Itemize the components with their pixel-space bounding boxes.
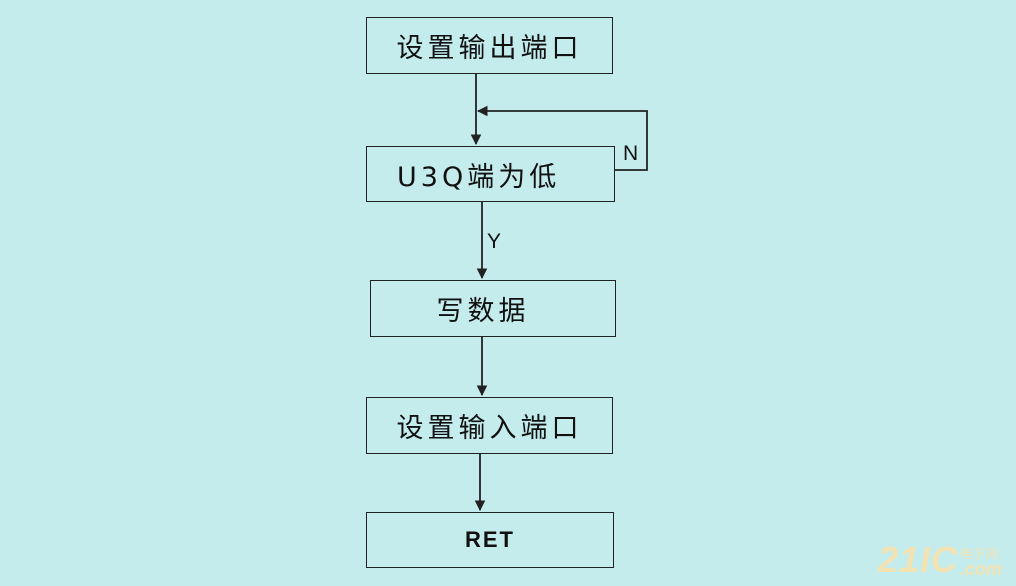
watermark-brand: 21IC	[877, 539, 958, 580]
step-set-input-port: 设置输入端口	[366, 397, 613, 454]
step-label: 写数据	[436, 296, 530, 327]
step-write-data: 写数据	[370, 280, 616, 337]
branch-label-no: N	[623, 142, 639, 165]
step-return: RET	[366, 512, 614, 568]
step-label: RET	[465, 527, 515, 552]
step-label: 设置输出端口	[396, 33, 583, 64]
step-set-output-port: 设置输出端口	[366, 17, 613, 74]
loop-back-arrow-no	[476, 105, 648, 171]
step-label: 设置输入端口	[396, 413, 583, 444]
watermark-domain: .com	[959, 559, 1002, 579]
watermark-subtitle: 电子网	[959, 547, 999, 561]
step-u3q-low-decision: U3Q端为低	[366, 146, 615, 202]
step-label: U3Q端为低	[397, 161, 561, 193]
branch-label-yes: Y	[487, 230, 502, 253]
watermark-logo: 21IC 电子网 .com	[877, 539, 1002, 580]
